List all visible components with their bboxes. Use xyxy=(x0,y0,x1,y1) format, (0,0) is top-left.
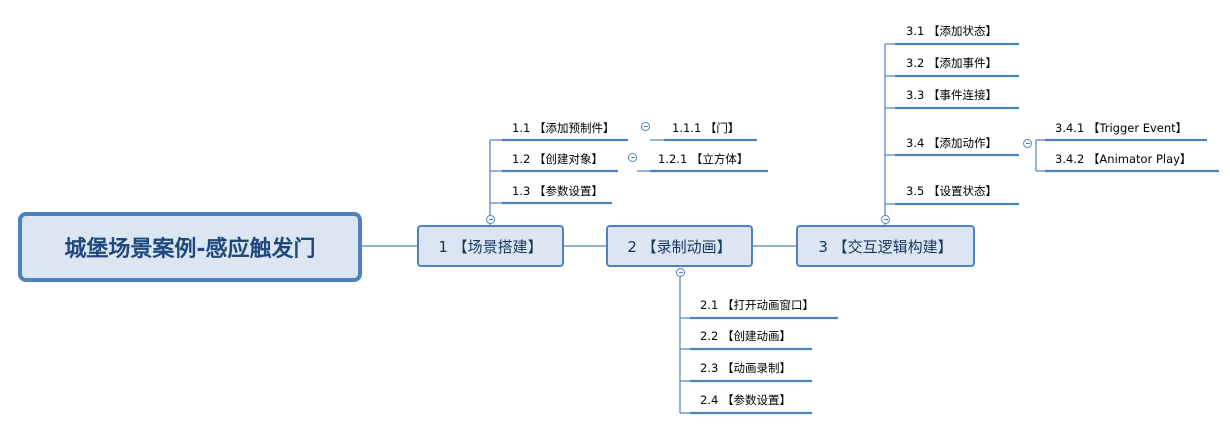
root-topic[interactable]: 城堡场景案例-感应触发门 xyxy=(18,212,362,282)
subtopic-1-1-1[interactable]: 1.1.1 【门】 xyxy=(672,121,740,135)
subtopic-3-2[interactable]: 3.2 【添加事件】 xyxy=(906,56,997,70)
subtopic-3-4-1[interactable]: 3.4.1 【Trigger Event】 xyxy=(1055,121,1188,135)
subtopic-2-4[interactable]: 2.4 【参数设置】 xyxy=(700,393,791,407)
collapse-toggle-topic-3[interactable] xyxy=(881,215,890,224)
collapse-toggle-topic-2[interactable] xyxy=(676,268,685,277)
subtopic-3-1[interactable]: 3.1 【添加状态】 xyxy=(906,24,997,38)
subtopic-2-3[interactable]: 2.3 【动画录制】 xyxy=(700,361,791,375)
collapse-toggle-topic-1[interactable] xyxy=(486,215,495,224)
main-topic-2[interactable]: 2 【录制动画】 xyxy=(606,225,753,267)
main-topic-3[interactable]: 3 【交互逻辑构建】 xyxy=(796,225,975,267)
subtopic-1-3[interactable]: 1.3 【参数设置】 xyxy=(512,184,603,198)
subtopic-3-3[interactable]: 3.3 【事件连接】 xyxy=(906,88,997,102)
subtopic-1-1[interactable]: 1.1 【添加预制件】 xyxy=(512,121,615,135)
main-topic-1-label: 1 【场景搭建】 xyxy=(438,237,543,256)
subtopic-3-5[interactable]: 3.5 【设置状态】 xyxy=(906,184,997,198)
collapse-toggle-subtopic-1-1[interactable] xyxy=(641,122,650,131)
subtopic-3-4-2[interactable]: 3.4.2 【Animator Play】 xyxy=(1055,152,1192,166)
main-topic-3-label: 3 【交互逻辑构建】 xyxy=(818,237,953,256)
main-topic-2-label: 2 【录制动画】 xyxy=(627,237,732,256)
main-topic-1[interactable]: 1 【场景搭建】 xyxy=(417,225,564,267)
subtopic-3-4[interactable]: 3.4 【添加动作】 xyxy=(906,136,997,150)
collapse-toggle-subtopic-1-2[interactable] xyxy=(628,153,637,162)
subtopic-2-2[interactable]: 2.2 【创建动画】 xyxy=(700,329,791,343)
subtopic-2-1[interactable]: 2.1 【打开动画窗口】 xyxy=(700,298,814,312)
subtopic-1-2[interactable]: 1.2 【创建对象】 xyxy=(512,152,603,166)
root-topic-label: 城堡场景案例-感应触发门 xyxy=(64,237,316,262)
subtopic-1-2-1[interactable]: 1.2.1 【立方体】 xyxy=(658,152,749,166)
collapse-toggle-subtopic-3-4[interactable] xyxy=(1023,139,1032,148)
